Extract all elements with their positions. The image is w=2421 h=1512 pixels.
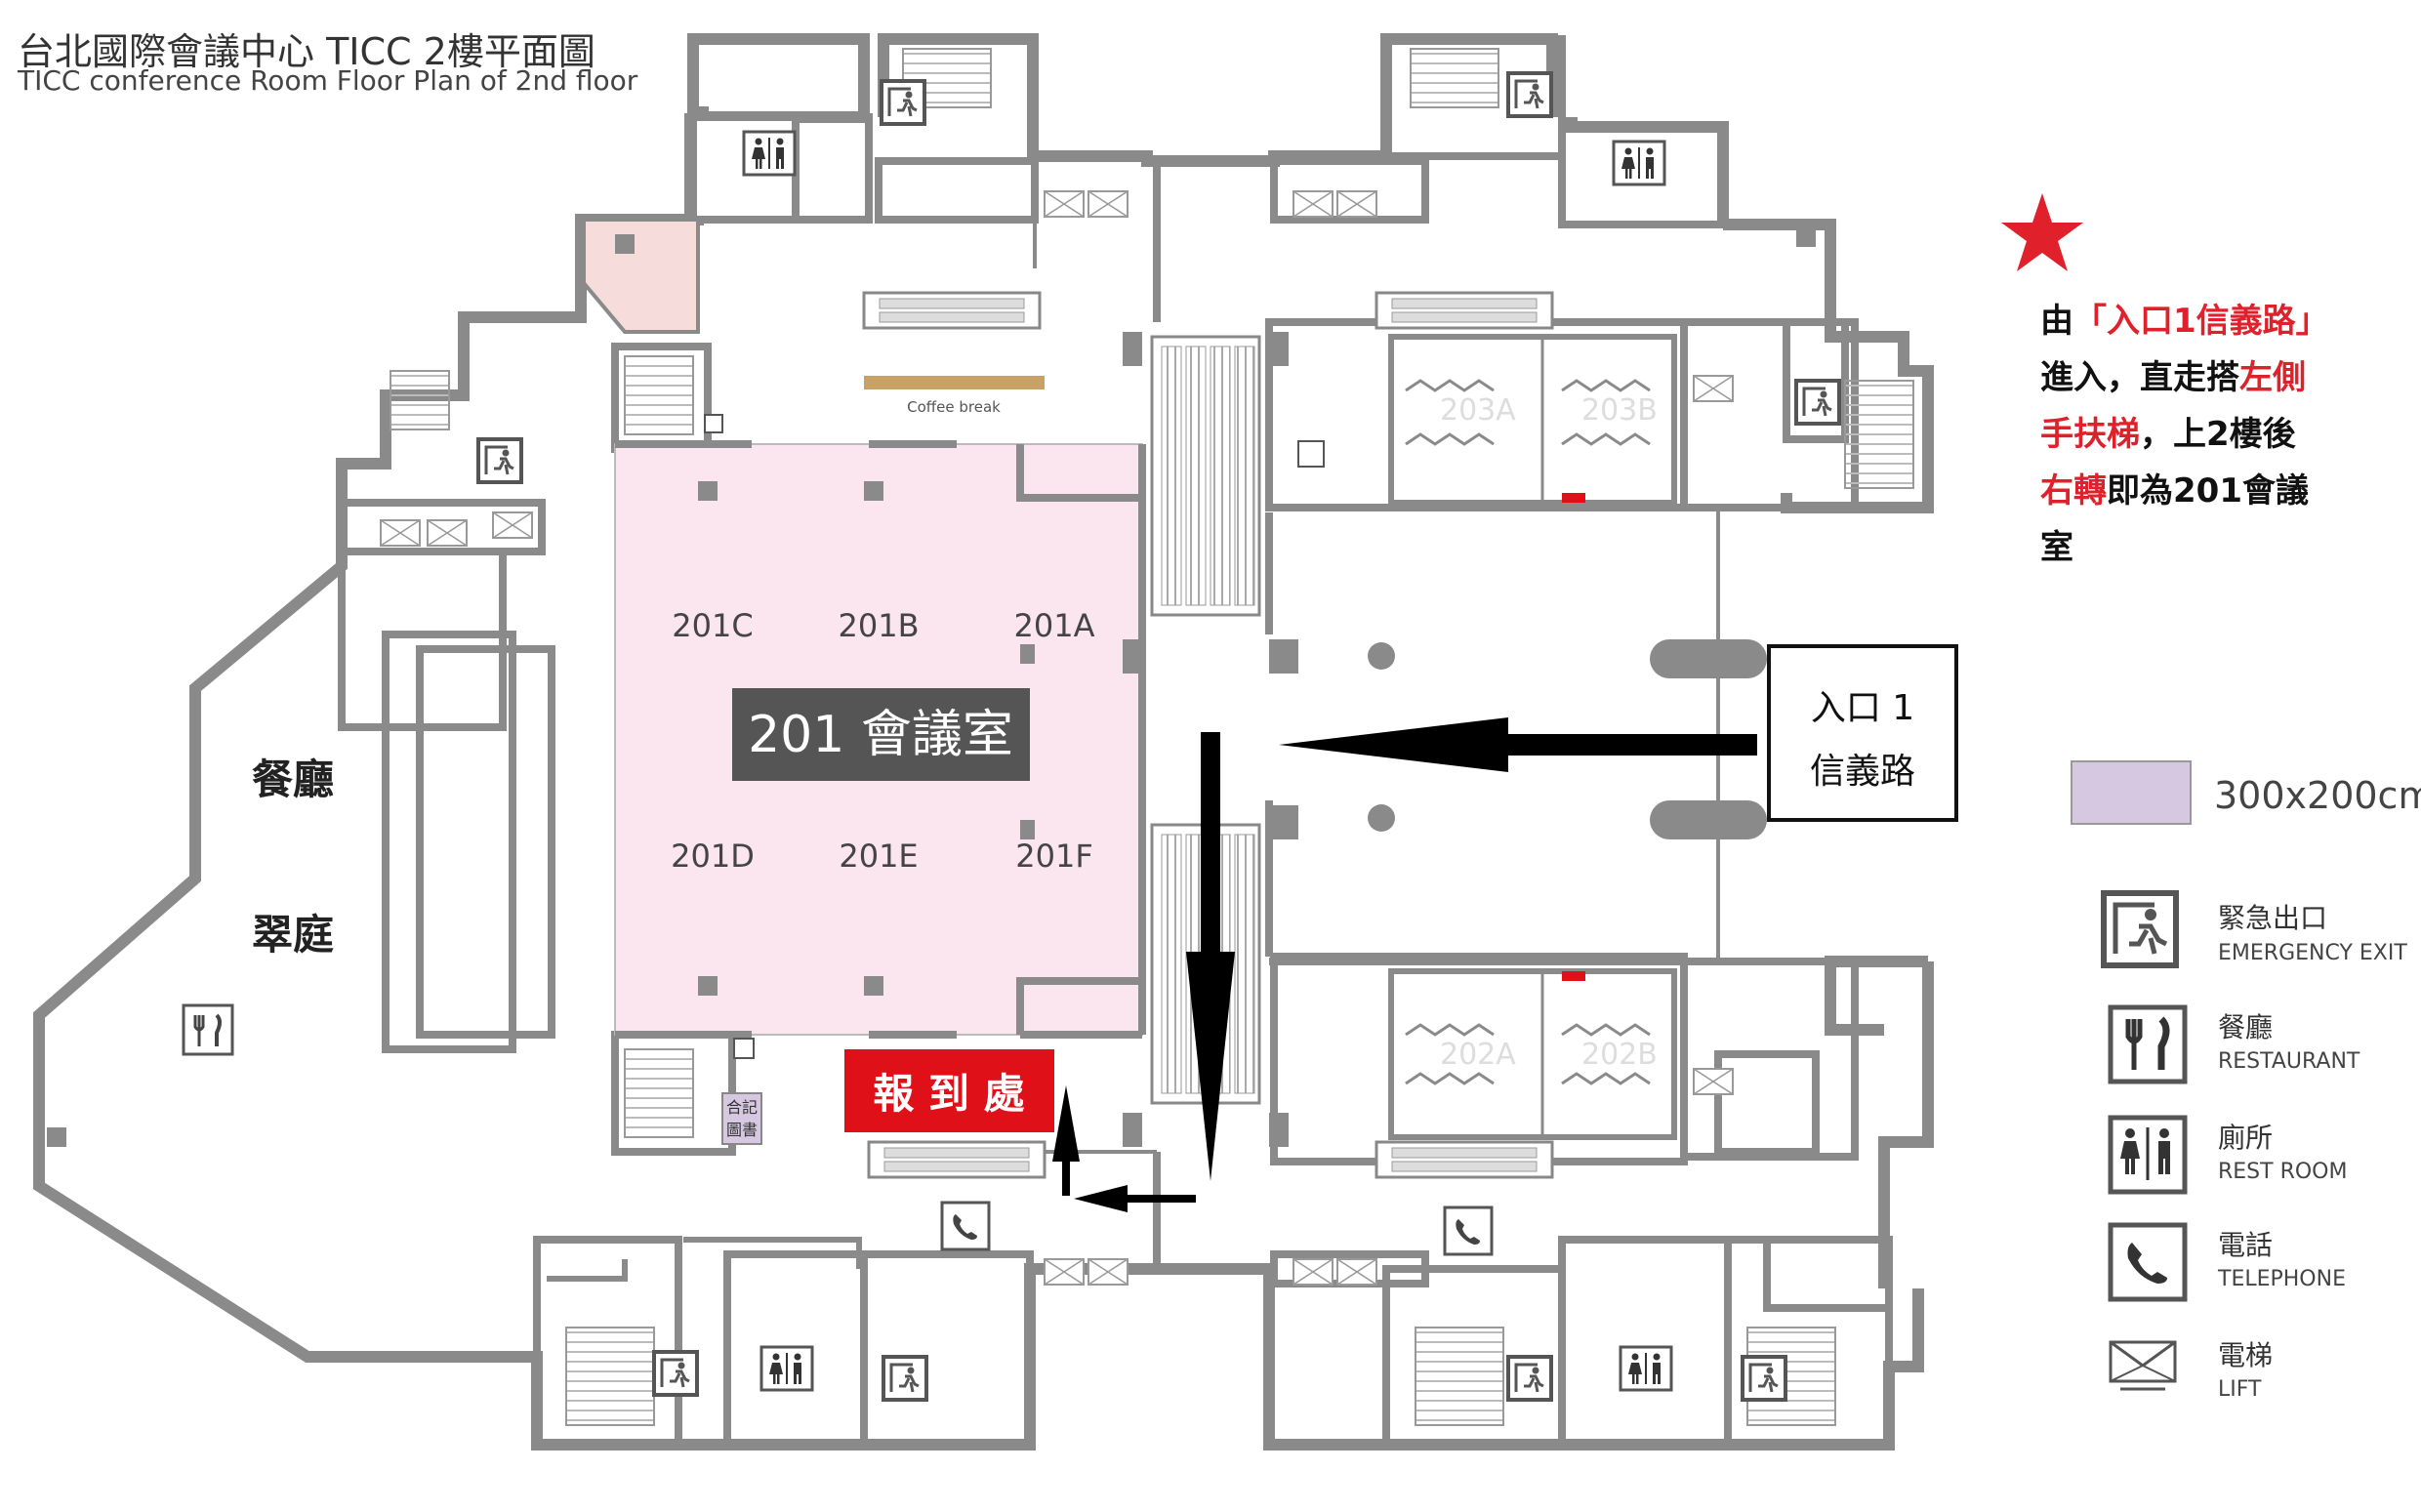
map-phone-icons — [940, 440, 1494, 1256]
entrance-doors — [1650, 639, 1767, 839]
emergency-exit-icon — [1506, 1355, 1553, 1402]
corner-room — [582, 218, 700, 334]
coffee-break-label: Coffee break — [907, 398, 1001, 416]
legend-exit-en: EMERGENCY EXIT — [2218, 941, 2407, 965]
booth-swatch — [2071, 760, 2192, 825]
restroom-icon — [1612, 140, 1666, 186]
emergency-exit-icon — [880, 79, 926, 126]
restaurant-label-2: 翠庭 — [252, 911, 334, 959]
room-203 — [1388, 334, 1677, 506]
lift-icon — [2109, 1340, 2177, 1391]
restroom-icon — [1619, 1345, 1673, 1392]
emergency-exit-icon — [882, 1355, 928, 1402]
escalators-left: Coffee break — [862, 291, 1046, 1179]
plan-subtitle: TICC conference Room Floor Plan of 2nd f… — [18, 64, 638, 97]
directions-part: 進入，直走搭 — [2040, 358, 2239, 397]
map-exit-icons — [476, 71, 1841, 1402]
legend-exit-zh: 緊急出口 — [2218, 902, 2327, 934]
directions-part: ，上2樓後 — [2140, 415, 2296, 454]
entrance-label-1: 入口 1 — [1811, 688, 1914, 728]
room-202 — [1388, 968, 1677, 1140]
emergency-exit-icon — [1506, 71, 1553, 118]
legend-telephone-zh: 電話 — [2218, 1229, 2273, 1261]
room-201-label-box — [732, 688, 1030, 781]
legend: 300x200cm 緊急出口 EMERGENCY EXIT 餐廳 RESTAUR… — [2071, 760, 2421, 1402]
registration-desk — [844, 1049, 1054, 1132]
stairwells — [390, 48, 1914, 1426]
telephone-icon — [940, 1201, 991, 1251]
room-203a-label: 203A — [1440, 393, 1516, 428]
directions-part: 「入口1信義路」 — [2073, 302, 2329, 341]
map-restaurant-icon — [182, 1003, 234, 1056]
emergency-exit-icon — [476, 437, 523, 484]
legend-restaurant-zh: 餐廳 — [2218, 1011, 2273, 1043]
directions-part: 左側 — [2239, 358, 2306, 397]
entrance-box — [1767, 644, 1958, 822]
telephone-icon — [1443, 1206, 1494, 1256]
emergency-exit-icon — [1794, 379, 1841, 426]
directions-part: 即為201會議 — [2107, 471, 2309, 511]
restroom-icon — [759, 1345, 814, 1392]
room-201-columns — [47, 227, 1816, 1147]
room-202b-label: 202B — [1581, 1038, 1658, 1072]
restroom-icon — [742, 130, 797, 177]
corridor-columns — [1368, 642, 1395, 832]
directions-part: 由 — [2040, 302, 2073, 341]
room-201-section-labels: 201C 201B 201A 201D 201E 201F — [671, 607, 1094, 875]
directions-part: 手扶梯 — [2040, 415, 2140, 454]
entrance-label-2: 信義路 — [1810, 752, 1915, 792]
section-201c: 201C — [672, 607, 753, 644]
room-201-walls — [615, 440, 1146, 1039]
legend-restaurant-en: RESTAURANT — [2218, 1049, 2360, 1074]
legend-lift-en: LIFT — [2218, 1377, 2262, 1402]
storage-label-1: 合記 — [726, 1098, 758, 1117]
escalator-bank-top — [1123, 332, 1298, 674]
legend-lift-zh: 電梯 — [2218, 1339, 2273, 1371]
booth-size-label: 300x200cm — [2214, 774, 2421, 817]
storage-room — [721, 1092, 762, 1145]
section-201d: 201D — [671, 838, 755, 875]
route-arrows — [1052, 717, 1757, 1212]
telephone-icon — [2108, 1222, 2188, 1302]
registration-label: 報 到 處 — [873, 1070, 1024, 1118]
directions-part: 右轉 — [2040, 471, 2107, 511]
restaurant-label-1: 餐廳 — [252, 756, 334, 803]
section-201b: 201B — [838, 607, 919, 644]
emergency-exit-icon — [2101, 890, 2179, 968]
room-201-label: 201 會議室 — [748, 706, 1013, 764]
legend-restroom-zh: 廁所 — [2218, 1122, 2273, 1154]
directions-part: 室 — [2040, 528, 2073, 567]
plan-title: 台北國際會議中心 TICC 2樓平面圖 — [18, 30, 595, 73]
section-201f: 201F — [1015, 838, 1092, 875]
directions-text: 由「入口1信義路」 進入，直走搭左側 手扶梯，上2樓後 右轉即為201會議 室 — [2040, 293, 2372, 576]
emergency-exit-icon — [652, 1350, 699, 1397]
room-202a-label: 202A — [1440, 1038, 1516, 1072]
legend-telephone-en: TELEPHONE — [2217, 1267, 2346, 1291]
room-203b-label: 203B — [1581, 393, 1658, 428]
section-201a: 201A — [1014, 607, 1095, 644]
emergency-exit-icon — [1741, 1355, 1787, 1402]
section-201e: 201E — [839, 838, 918, 875]
star-icon — [2001, 193, 2083, 271]
storage-label-2: 圖書 — [726, 1121, 758, 1139]
restroom-icon — [2108, 1115, 2188, 1195]
legend-restroom-en: REST ROOM — [2218, 1160, 2347, 1184]
restaurant-icon — [2108, 1004, 2188, 1084]
